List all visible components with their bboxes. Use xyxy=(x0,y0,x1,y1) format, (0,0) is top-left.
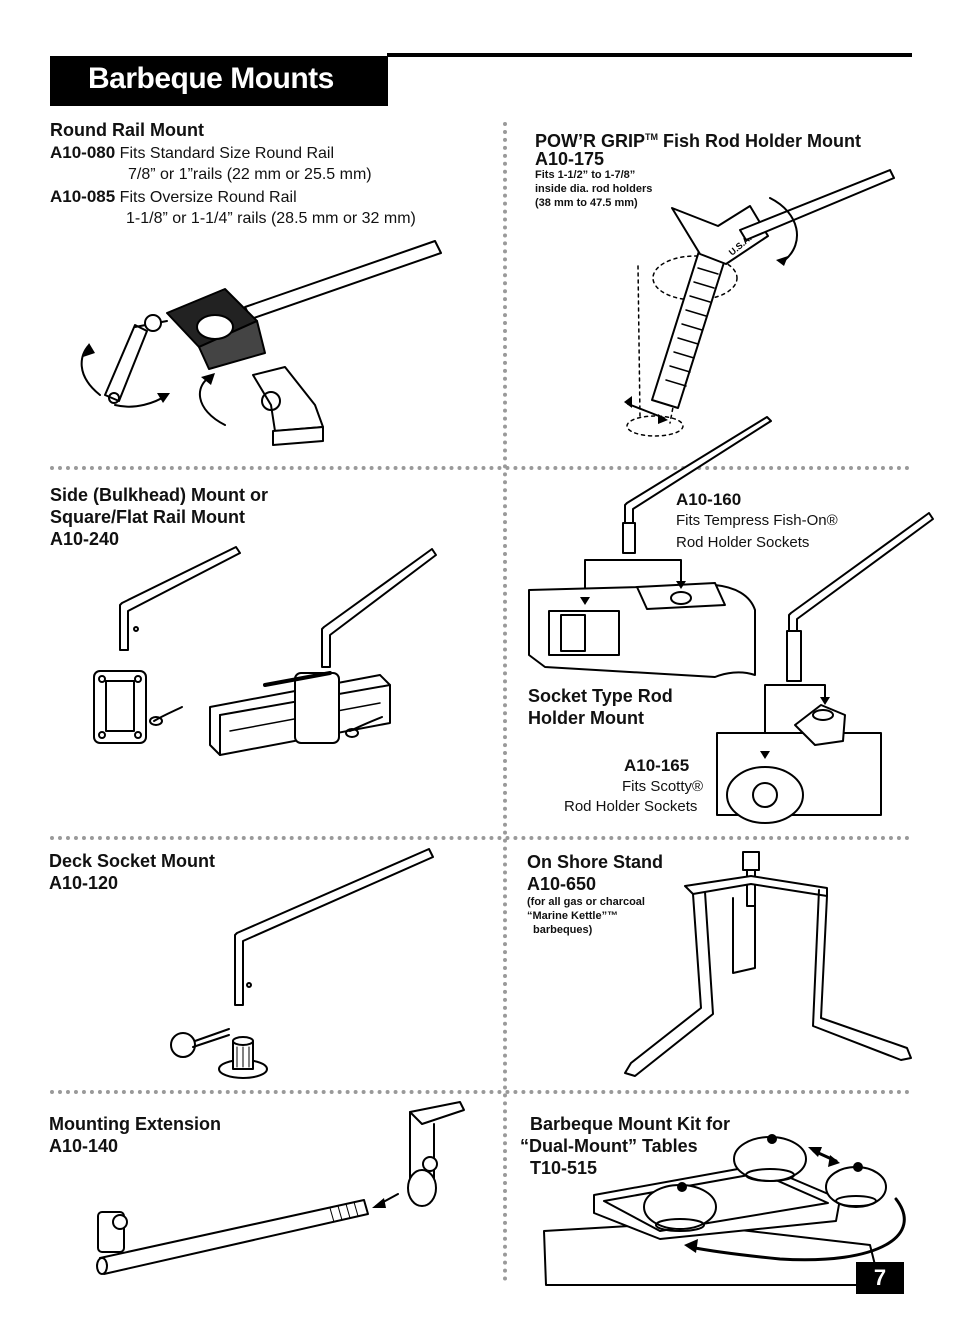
a10-160-desc-1: Fits Tempress Fish-On® xyxy=(676,512,838,529)
a10-165-desc-2: Rod Holder Sockets xyxy=(564,798,698,815)
powr-grip-title: POW’R GRIP xyxy=(535,131,646,151)
horizontal-divider-1 xyxy=(50,466,910,470)
on-shore-note-3: barbeques) xyxy=(533,924,593,936)
on-shore-stand-illustration xyxy=(615,848,920,1083)
side-mount-code: A10-240 xyxy=(50,529,120,549)
deck-socket-illustration xyxy=(165,845,440,1085)
round-rail-mount-illustration xyxy=(75,235,475,455)
deck-socket-heading: Deck Socket Mount xyxy=(49,851,216,871)
on-shore-heading: On Shore Stand xyxy=(527,852,664,872)
a10-165-desc-1: Fits Scotty® xyxy=(622,778,704,795)
round-rail-item-2: A10-085 Fits Oversize Round Rail xyxy=(50,187,297,207)
on-shore-note-1: (for all gas or charcoal xyxy=(527,896,645,908)
a10-165-code: A10-165 xyxy=(624,756,690,775)
dual-mount-kit-illustration xyxy=(540,1135,920,1295)
powr-grip-illustration: U.S.A. xyxy=(624,168,900,448)
header-rule xyxy=(387,53,912,57)
extension-code: A10-140 xyxy=(49,1136,119,1156)
page-title: Barbeque Mounts xyxy=(50,56,388,106)
item-code: A10-080 xyxy=(50,143,116,162)
round-rail-heading: Round Rail Mount xyxy=(50,120,204,140)
on-shore-note-2: “Marine Kettle”™ xyxy=(527,910,619,922)
trademark-mark: TM xyxy=(645,132,659,142)
dual-mount-code: T10-515 xyxy=(530,1158,598,1178)
horizontal-divider-2 xyxy=(50,836,910,840)
socket-type-heading-1: Socket Type Rod xyxy=(528,686,673,706)
a10-160-code: A10-160 xyxy=(676,490,742,509)
round-rail-item-1-sizes: 7/8” or 1”rails (22 mm or 25.5 mm) xyxy=(128,166,372,183)
horizontal-divider-3 xyxy=(50,1090,910,1094)
dual-mount-heading-1: Barbeque Mount Kit for xyxy=(530,1114,730,1134)
powr-grip-note-1: Fits 1-1/2” to 1-7/8” xyxy=(535,169,636,181)
side-mount-illustration xyxy=(90,545,450,760)
vertical-divider xyxy=(503,122,507,1282)
extension-heading: Mounting Extension xyxy=(49,1114,221,1134)
a10-160-desc-2: Rod Holder Sockets xyxy=(676,534,810,551)
round-rail-item-2-sizes: 1-1/8” or 1-1/4” rails (28.5 mm or 32 mm… xyxy=(126,210,416,227)
item-code: A10-085 xyxy=(50,187,116,206)
mounting-extension-illustration xyxy=(92,1098,472,1283)
side-mount-heading-2: Square/Flat Rail Mount xyxy=(50,507,246,527)
powr-grip-note-3: (38 mm to 47.5 mm) xyxy=(535,197,638,209)
side-mount-heading-1: Side (Bulkhead) Mount or xyxy=(50,485,268,505)
powr-grip-heading: POW’R GRIPTM Fish Rod Holder Mount xyxy=(535,126,861,152)
item-desc: Fits Standard Size Round Rail xyxy=(119,145,334,162)
dual-mount-heading-2: “Dual-Mount” Tables xyxy=(520,1136,698,1156)
page-number: 7 xyxy=(856,1262,904,1294)
on-shore-code: A10-650 xyxy=(527,874,597,894)
deck-socket-code: A10-120 xyxy=(49,873,119,893)
socket-type-illustration xyxy=(525,415,945,820)
powr-grip-title-rest: Fish Rod Holder Mount xyxy=(658,131,861,151)
socket-type-heading-2: Holder Mount xyxy=(528,708,644,728)
round-rail-item-1: A10-080 Fits Standard Size Round Rail xyxy=(50,143,334,163)
powr-grip-code: A10-175 xyxy=(535,149,605,169)
powr-grip-note-2: inside dia. rod holders xyxy=(535,183,653,195)
item-desc: Fits Oversize Round Rail xyxy=(119,189,297,206)
